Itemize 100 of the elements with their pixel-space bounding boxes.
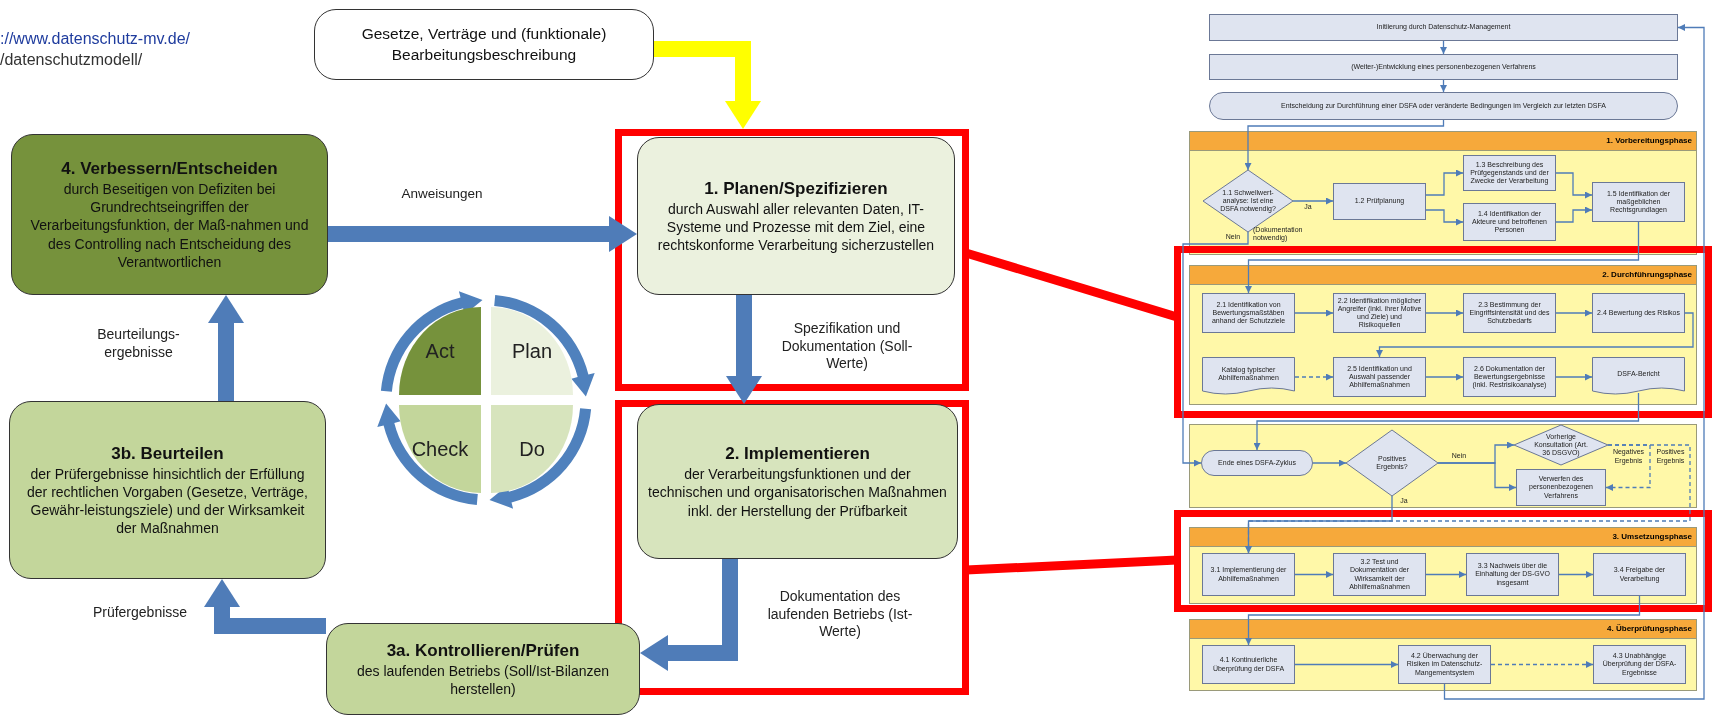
card-title: 3b. Beurteilen [111,442,224,465]
document-shape [1202,357,1295,397]
card-text: durch Beseitigen von Defiziten bei Grundrechtseingriffen der Verarbeitungsfunktion, der Maß-nahmen und des Controlling nach Entscheidung des Verantwortlichen [29,180,310,271]
process-box [1209,54,1678,80]
pdca-quadrant [491,405,573,493]
card-text: des laufenden Betriebs (Soll/Ist-Bilanzen herstellen) [355,661,611,699]
card-title: 2. Implementieren [725,443,870,466]
phase-header: 3. Umsetzungsphase [1189,527,1697,547]
phase-panel [1189,131,1697,255]
quadrant-label: Act [425,339,455,363]
decision-diamond [1514,425,1608,465]
edge-label: Beurteilungs-ergebnisse [96,326,181,361]
url-text: ://www.datenschutz-mv.de/ [0,30,191,49]
card-title: 4. Verbessern/Entscheiden [61,158,278,180]
block-arrow [654,41,761,129]
process-box [1593,645,1686,684]
process-box [1202,293,1295,333]
quadrant-label: Check [411,437,469,461]
phase-header: 1. Vorbereitungsphase [1189,131,1697,151]
arrow [1555,206,1593,223]
arrow [1490,661,1594,668]
process-box [1463,203,1556,241]
edge-label: Prüfergebnisse [91,604,189,622]
block-arrow [204,579,326,634]
process-box [1592,293,1685,333]
input-box [314,9,654,80]
phase-card [11,134,328,295]
arrow [1443,24,1705,700]
phase-panel [1189,619,1697,691]
phase-header: 4. Überprüfungsphase [1189,619,1697,639]
arrow [1253,392,1640,451]
arrow [1292,197,1334,205]
phase-panel [1189,527,1697,604]
quadrant-label: Plan [512,339,552,363]
arrow [1425,209,1464,226]
terminal-box [1201,450,1313,476]
phase-panel [1189,265,1697,405]
card-text: durch Auswahl aller relevanten Daten, IT-Systeme und Prozesse mit dem Ziel, eine rechtskonforme Verarbeitung sicherzustellen [656,199,936,255]
block-arrow [328,216,637,252]
process-box [1398,645,1491,684]
process-box [1592,182,1685,222]
arrow [1425,309,1464,317]
arrow [1294,571,1334,578]
arrow [1245,595,1641,646]
highlight-frame [1174,246,1712,418]
arrow [1555,373,1593,381]
arrow [1182,231,1249,467]
arrow [1312,459,1347,467]
arrow [1425,373,1464,381]
card-title: 3a. Kontrollieren/Prüfen [386,639,580,662]
arrow [1605,444,1651,491]
arrow [1440,79,1447,93]
phase-header: 2. Durchführungsphase [1189,265,1697,285]
process-box [1333,357,1426,397]
card-text: der Verarbeitungsfunktionen und der technischen und organisatorischen Maßnahmen inkl. der Herstellung der Prüfbarkeit [648,465,947,520]
arrow [1294,309,1334,317]
process-box [1209,14,1678,41]
panel-background [1189,424,1697,508]
phase-card [326,623,640,715]
arrow [1425,571,1467,578]
phase-card [637,404,958,559]
process-box [1463,293,1556,333]
process-box [1333,553,1426,596]
process-box [1516,469,1606,506]
highlight-frame [1174,510,1712,612]
arrow [1294,373,1334,381]
block-arrow [640,559,738,671]
edge-label: Dokumentation des laufenden Betriebs (Ist-Werte) [766,588,914,641]
process-box [1333,183,1426,220]
arrow [1555,309,1593,317]
edge-label: Anweisungen [400,186,484,203]
arrow [1244,119,1445,171]
card-text: Gesetze, Verträge und (funktionale) Bearbeitungsbeschreibung [360,23,608,65]
highlight-frame [615,400,969,695]
block-arrow [208,295,244,401]
terminal-box [1209,92,1678,120]
highlight-frame [615,129,969,391]
process-box [1463,357,1556,397]
arrow [1294,661,1399,668]
process-box [1593,553,1686,596]
decision-diamond [1346,430,1438,496]
arrow [1558,571,1594,578]
arrow [1440,40,1447,55]
document-shape [1592,357,1685,397]
process-box [1202,553,1295,596]
arrow [1245,495,1393,554]
block-arrow [726,295,762,404]
phase-card [9,401,326,579]
edge-label: Spezifikation und Dokumentation (Soll-Werte) [780,320,914,373]
process-box [1466,553,1559,596]
arrow [1245,221,1640,294]
arrow [1437,462,1517,491]
phase-card [637,137,955,295]
arrow [1555,172,1593,199]
card-title: 1. Planen/Spezifizieren [704,177,888,200]
quadrant-label: Do [519,437,545,461]
card-text: der Prüfergebnisse hinsichtlich der Erfüllung der rechtlichen Vorgaben (Gesetze, Verträge, Gewähr-leistungsziele) und der Wirksamkeit der Maßnahmen [26,464,309,538]
arrow [1376,312,1694,358]
process-box [1463,155,1556,191]
url-text: /datenschutzmodell/ [0,51,144,70]
